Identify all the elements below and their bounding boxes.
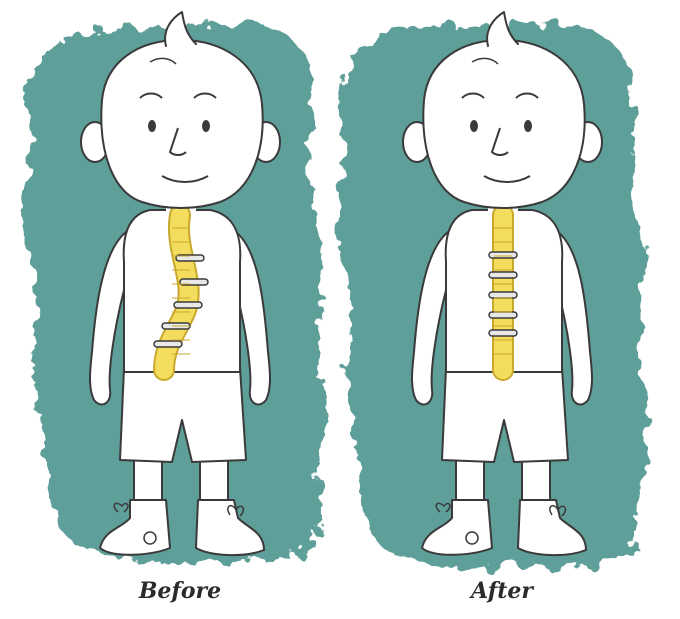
screw-icon — [154, 341, 182, 347]
caption-after: After — [402, 578, 602, 604]
screw-icon — [174, 302, 202, 308]
caption-before: Before — [80, 578, 280, 604]
screw-icon — [489, 272, 517, 278]
screw-icon — [489, 292, 517, 298]
eye — [470, 120, 478, 132]
screw-icon — [489, 312, 517, 318]
eye — [148, 120, 156, 132]
spine-icon — [489, 215, 517, 370]
eye — [202, 120, 210, 132]
screw-icon — [489, 252, 517, 258]
screw-icon — [489, 330, 517, 336]
eye — [524, 120, 532, 132]
